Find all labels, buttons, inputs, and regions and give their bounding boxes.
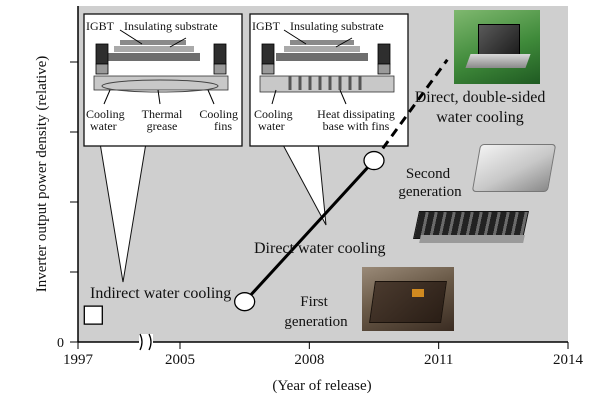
y-axis-title: Inverter output power density (relative) [34,56,50,293]
first-gen-label-1: First [300,294,328,310]
axis-break [139,333,153,351]
indirect-thermal-grease-label-2: grease [147,119,178,133]
milestone-marker-2 [234,292,256,312]
second-gen-label-1: Second [406,166,451,182]
direct-igbt-label: IGBT [252,19,281,33]
milestone-marker-3 [363,150,385,171]
direct-heat-base-label-2: base with fins [323,119,390,133]
direct-water-cooling-label: Direct water cooling [254,240,386,257]
indirect-cooling-fins-label-1: Cooling [199,107,238,121]
x-tick-label-1997: 1997 [63,352,94,368]
first-gen-label-2: generation [284,314,348,330]
indirect-cooling-water-label-2: water [90,119,117,133]
y-ticks [70,61,78,343]
indirect-cooling-fins-label-2: fins [214,119,232,133]
x-tick-label-2008: 2008 [294,352,324,368]
trend-line-dashed [372,58,449,162]
y-tick-label-0: 0 [57,336,64,351]
inset-direct-cooling [249,13,409,147]
direct-insulating-label: Insulating substrate [290,19,384,33]
x-axis-title: (Year of release) [272,378,371,394]
indirect-insulating-label: Insulating substrate [124,19,218,33]
direct-cooling-water-label-2: water [258,119,285,133]
x-tick-label-2005: 2005 [165,352,195,368]
direct-cooling-water-label-1: Cooling [254,107,293,121]
indirect-cooling-label: Indirect water cooling [90,285,231,302]
milestone-markers [83,150,385,325]
second-generation-inverter-photo [470,138,558,200]
inset-indirect-cooling [83,13,243,147]
indirect-igbt-label: IGBT [86,19,115,33]
indirect-cooling-water-label-1: Cooling [86,107,125,121]
indirect-thermal-grease-label-1: Thermal [142,107,183,121]
first-generation-inverter-photo [362,267,454,331]
milestone-marker-1 [83,305,103,325]
x-tick-label-2014: 2014 [553,352,584,368]
double-sided-label-1: Direct, double-sided [415,89,546,106]
double-sided-cooling-module-photo [454,10,540,84]
x-ticks [77,342,569,349]
x-tick-label-2011: 2011 [424,352,453,368]
second-gen-label-2: generation [398,184,462,200]
double-sided-label-2: water cooling [436,109,524,126]
power-module-photo [412,203,530,249]
trend-line-solid [243,159,376,303]
direct-heat-base-label-1: Heat dissipating [317,107,395,121]
x-tick-labels: 1997 2005 2008 2011 2014 [63,352,584,368]
